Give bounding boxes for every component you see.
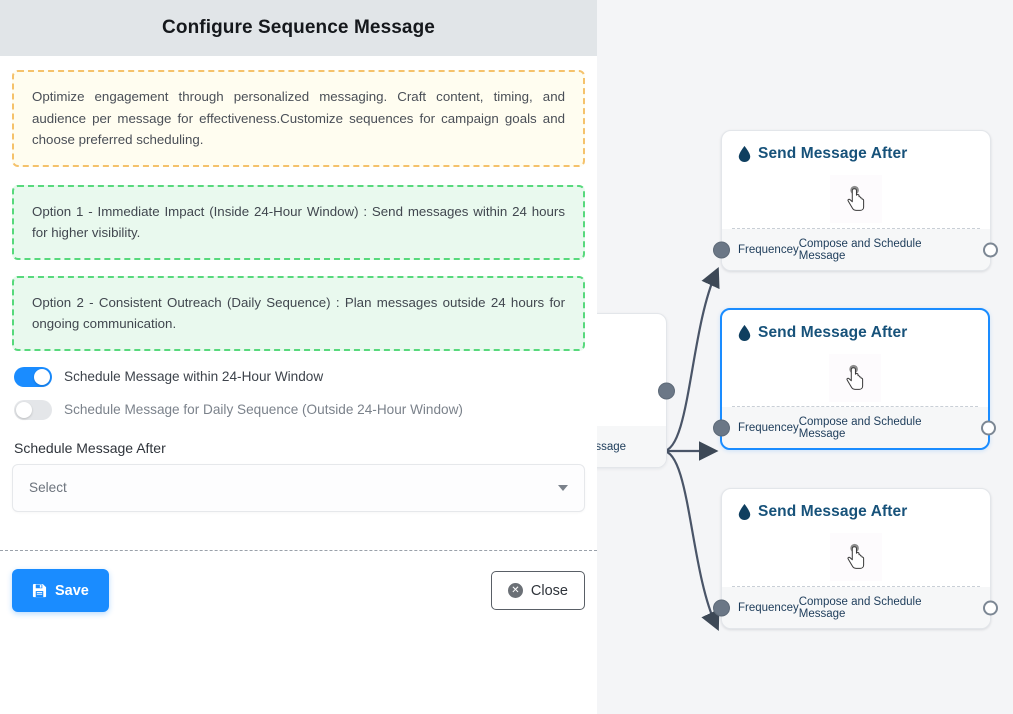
close-circle-icon: ✕: [507, 583, 523, 598]
pointing-hand-cursor-icon: [830, 175, 882, 223]
droplet-icon: [738, 146, 751, 162]
node-frequency-label: Frequencey: [738, 421, 799, 434]
close-button[interactable]: ✕ Close: [490, 571, 585, 610]
source-handle[interactable]: [658, 382, 675, 399]
chevron-down-icon: [558, 484, 568, 491]
node-separator: [732, 228, 980, 229]
toggle-label-daily-sequence: Schedule Message for Daily Sequence (Out…: [64, 402, 463, 418]
node-body: Send Message After: [722, 131, 990, 228]
node-body: Send Message After: [722, 310, 988, 406]
panel-footer-actions: Save ✕ Close: [0, 569, 597, 612]
save-button-label: Save: [55, 582, 89, 599]
schedule-after-value: Select: [29, 480, 67, 496]
node-title-text: Send Message After: [758, 145, 908, 162]
source-handle[interactable]: [981, 420, 996, 435]
droplet-icon: [738, 325, 751, 341]
footer-divider: [0, 550, 597, 551]
node-title-row: Send Message After: [738, 503, 974, 521]
node-compose-label: Compose and Schedule Message: [798, 415, 922, 440]
option-2-callout: Option 2 - Consistent Outreach (Daily Se…: [12, 275, 585, 351]
node-footer: Frequencey Compose and Schedule Message: [713, 229, 998, 270]
node-frequency-label: Frequencey: [738, 243, 799, 256]
option-1-callout: Option 1 - Immediate Impact (Inside 24-H…: [12, 184, 585, 260]
info-callout: Optimize engagement through personalized…: [12, 70, 585, 167]
node-footer: Frequencey Compose and Schedule Message: [713, 587, 998, 628]
node-compose-label: Compose and Schedule Message: [798, 595, 922, 620]
close-button-label: Close: [530, 582, 568, 599]
node-footer: Frequencey Compose and Schedule Message: [713, 407, 996, 448]
node-compose-label: Compose and Schedule Message: [798, 237, 922, 262]
panel-header: Configure Sequence Message: [0, 0, 597, 56]
flow-node-1[interactable]: Send Message After Frequencey Compose an…: [713, 130, 998, 271]
node-title-text: Send Message After: [758, 324, 908, 341]
target-handle[interactable]: [713, 419, 730, 436]
schedule-after-label: Schedule Message After: [14, 439, 166, 456]
source-handle[interactable]: [983, 600, 998, 615]
toggle-row-within-24h[interactable]: Schedule Message within 24-Hour Window: [14, 366, 585, 387]
droplet-icon: [738, 504, 751, 520]
toggle-row-daily-sequence[interactable]: Schedule Message for Daily Sequence (Out…: [14, 399, 585, 420]
node-body: Send Message After: [722, 489, 990, 586]
flow-node-2[interactable]: Send Message After Frequencey Compose an…: [713, 308, 996, 450]
source-handle[interactable]: [983, 242, 998, 257]
save-button[interactable]: Save: [12, 569, 109, 612]
node-frequency-label: Frequencey: [738, 601, 799, 614]
toggle-knob: [34, 368, 50, 385]
target-handle[interactable]: [713, 599, 730, 616]
pointing-hand-cursor-icon: [829, 354, 881, 402]
node-separator: [732, 406, 978, 407]
node-title-text: Send Message After: [758, 503, 908, 520]
target-handle[interactable]: [713, 241, 730, 258]
panel-content: Optimize engagement through personalized…: [0, 56, 597, 512]
edge-to-node-3: [662, 449, 720, 631]
configure-sequence-panel: Configure Sequence Message Optimize enga…: [0, 0, 597, 714]
node-title-row: Send Message After: [738, 145, 974, 163]
toggle-label-within-24h: Schedule Message within 24-Hour Window: [64, 369, 324, 385]
toggle-schedule-within-24h[interactable]: [14, 366, 52, 387]
toggle-knob: [16, 401, 32, 418]
node-separator: [732, 586, 980, 587]
flow-node-3[interactable]: Send Message After Frequencey Compose an…: [713, 488, 998, 629]
schedule-after-select[interactable]: Select: [12, 463, 585, 512]
toggle-schedule-daily-sequence[interactable]: [14, 399, 52, 420]
pointing-hand-cursor-icon: [830, 533, 882, 581]
edge-to-node-1: [662, 266, 720, 453]
node-title-row: Send Message After: [738, 324, 972, 342]
floppy-disk-icon: [32, 583, 47, 598]
page-title: Configure Sequence Message: [162, 17, 435, 38]
